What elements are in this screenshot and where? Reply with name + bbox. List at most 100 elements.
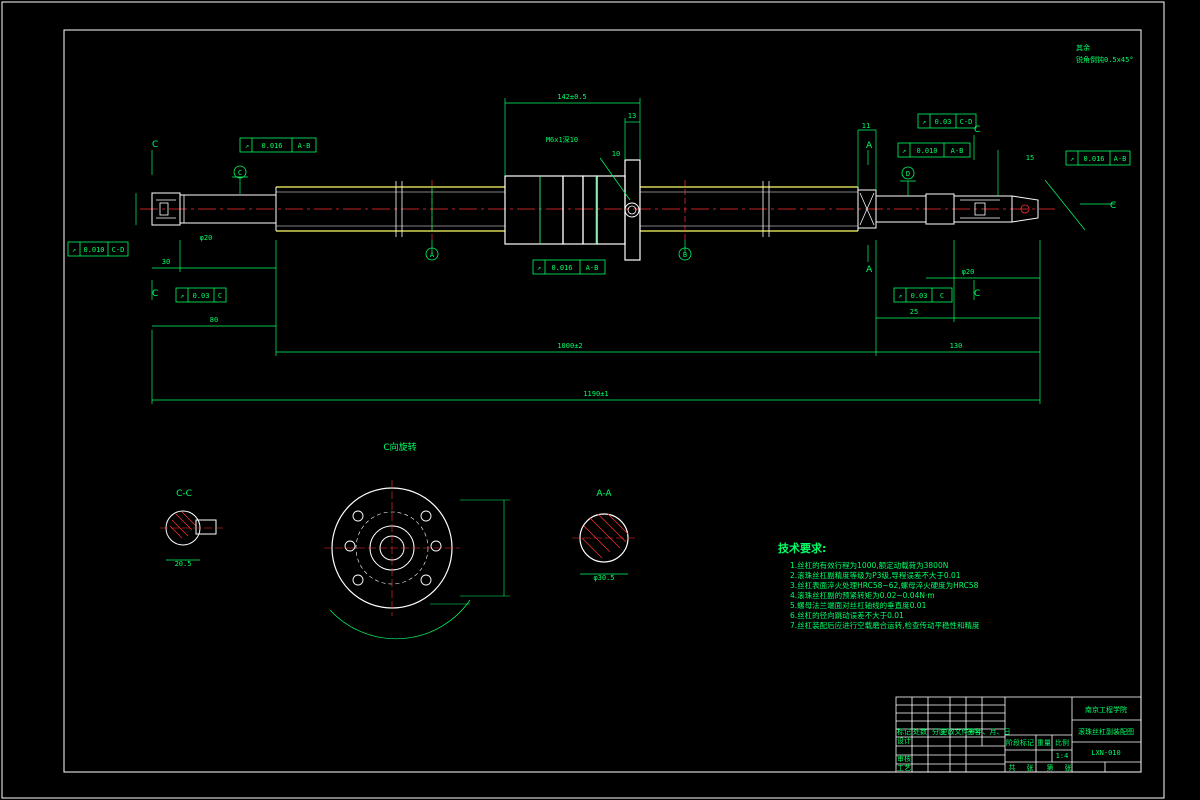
svg-text:142±0.5: 142±0.5	[557, 93, 587, 101]
svg-text:3.丝杠表面淬火处理HRC58~62,螺母淬火硬度为HRC5: 3.丝杠表面淬火处理HRC58~62,螺母淬火硬度为HRC58	[790, 580, 979, 590]
svg-text:0.016: 0.016	[261, 142, 282, 150]
svg-text:张: 张	[1065, 763, 1072, 772]
svg-text:D: D	[906, 170, 910, 178]
svg-text:φ20: φ20	[962, 268, 975, 276]
svg-text:A-B: A-B	[298, 142, 311, 150]
svg-text:A: A	[430, 251, 435, 259]
svg-text:6.丝杠的径向跳动误差不大于0.01: 6.丝杠的径向跳动误差不大于0.01	[790, 610, 904, 620]
svg-text:4.滚珠丝杠副的预紧转矩为0.02~0.04N·m: 4.滚珠丝杠副的预紧转矩为0.02~0.04N·m	[790, 590, 935, 600]
svg-text:审核: 审核	[897, 754, 911, 763]
datum-markers: C D A B	[233, 165, 915, 261]
svg-text:C: C	[218, 292, 222, 300]
svg-text:C: C	[238, 169, 242, 177]
svg-text:C: C	[940, 292, 944, 300]
svg-text:↗: ↗	[180, 292, 184, 300]
svg-text:共: 共	[1009, 763, 1016, 772]
section-view-aa: A-A φ30.5	[572, 489, 636, 582]
svg-text:15: 15	[1026, 154, 1034, 162]
svg-text:C-D: C-D	[960, 118, 973, 126]
title-block	[895, 696, 1142, 773]
svg-text:↗: ↗	[1070, 155, 1074, 163]
svg-text:滚珠丝杠副装配图: 滚珠丝杠副装配图	[1078, 727, 1134, 736]
svg-text:阶段标记: 阶段标记	[1006, 738, 1034, 747]
tolerance-frame-6: ↗ 0.010 A-B	[897, 142, 971, 158]
svg-text:更改文件号: 更改文件号	[941, 727, 976, 736]
tolerance-frame-2: ↗ 0.010 C-D	[67, 241, 129, 257]
svg-text:80: 80	[210, 316, 218, 324]
svg-text:25: 25	[910, 308, 918, 316]
svg-text:30: 30	[162, 258, 170, 266]
svg-text:比例: 比例	[1055, 738, 1069, 747]
dimension-lines	[135, 98, 1115, 404]
svg-text:13: 13	[628, 112, 636, 120]
section-letters: C C C C C A A	[152, 125, 1116, 299]
svg-text:↗: ↗	[898, 292, 902, 300]
svg-text:南京工程学院: 南京工程学院	[1085, 705, 1127, 714]
svg-text:C: C	[152, 289, 158, 299]
outer-frame	[1, 1, 1165, 799]
svg-text:0.010: 0.010	[916, 147, 937, 155]
svg-text:↗: ↗	[245, 142, 249, 150]
tolerance-frames: ↗ 0.016 A-B ↗ 0.010 C-D ↗ 0.03 C ↗ 0.016	[67, 113, 1131, 303]
tolerance-frame-4: ↗ 0.016 A-B	[532, 259, 606, 275]
svg-text:A-B: A-B	[586, 264, 599, 272]
svg-text:φ30.5: φ30.5	[593, 574, 614, 582]
svg-text:↗: ↗	[72, 246, 76, 254]
tolerance-frame-8: ↗ 0.03 C	[893, 287, 953, 303]
svg-text:0.010: 0.010	[83, 246, 104, 254]
svg-text:C: C	[1110, 201, 1116, 211]
svg-text:φ20: φ20	[200, 234, 213, 242]
svg-text:0.016: 0.016	[551, 264, 572, 272]
svg-text:其余: 其余	[1076, 43, 1090, 52]
svg-text:1:4: 1:4	[1056, 752, 1069, 760]
svg-text:A-A: A-A	[596, 489, 612, 499]
svg-text:7.丝杠装配后应进行空载磨合运转,检查传动平稳性和精度: 7.丝杠装配后应进行空载磨合运转,检查传动平稳性和精度	[790, 620, 980, 630]
svg-text:10: 10	[612, 150, 620, 158]
svg-text:签名: 签名	[967, 727, 981, 736]
svg-text:A-B: A-B	[1114, 155, 1127, 163]
svg-text:20.5: 20.5	[175, 560, 192, 568]
svg-text:0.03: 0.03	[911, 292, 928, 300]
svg-text:A-B: A-B	[951, 147, 964, 155]
svg-text:C: C	[974, 289, 980, 299]
svg-text:标记: 标记	[897, 727, 911, 736]
flange-view: C向旋转	[324, 441, 510, 640]
svg-text:11: 11	[862, 122, 870, 130]
svg-text:张: 张	[1027, 763, 1034, 772]
svg-text:0.03: 0.03	[193, 292, 210, 300]
svg-text:C: C	[974, 125, 980, 135]
svg-text:0.03: 0.03	[935, 118, 952, 126]
svg-text:M6x1深10: M6x1深10	[546, 135, 578, 144]
svg-text:5.螺母法兰端面对丝杠轴线的垂直度0.01: 5.螺母法兰端面对丝杠轴线的垂直度0.01	[790, 600, 927, 610]
svg-text:↗: ↗	[922, 118, 926, 126]
svg-text:处数: 处数	[913, 727, 927, 736]
svg-text:↗: ↗	[902, 147, 906, 155]
svg-text:C-D: C-D	[112, 246, 125, 254]
svg-text:2.滚珠丝杠副精度等级为P3级,导程误差不大于0.01: 2.滚珠丝杠副精度等级为P3级,导程误差不大于0.01	[790, 570, 961, 580]
technical-requirements: 技术要求: 1.丝杠的有效行程为1000,额定动载荷为3800N 2.滚珠丝杠副…	[778, 541, 980, 630]
tolerance-frame-7: ↗ 0.016 A-B	[1065, 150, 1131, 166]
svg-text:工艺: 工艺	[897, 764, 911, 772]
svg-text:年、月、日: 年、月、日	[976, 727, 1011, 736]
svg-text:C向旋转: C向旋转	[383, 441, 416, 453]
svg-text:分区: 分区	[932, 727, 946, 736]
svg-text:C: C	[152, 140, 158, 150]
svg-text:设计: 设计	[897, 736, 911, 745]
svg-text:C-C: C-C	[176, 489, 192, 499]
svg-text:130: 130	[950, 342, 963, 350]
svg-text:A: A	[866, 141, 873, 151]
svg-text:锐角倒钝0.5x45°: 锐角倒钝0.5x45°	[1076, 55, 1134, 64]
tolerance-frame-5: ↗ 0.03 C-D	[917, 113, 977, 129]
svg-text:重量: 重量	[1037, 739, 1051, 747]
svg-text:1190±1: 1190±1	[583, 390, 608, 398]
dimension-texts: 142±0.5 13 10 M6x1深10 1190±1 1000±2 80 3…	[162, 93, 1034, 398]
roughness-note: 其余 锐角倒钝0.5x45°	[1076, 43, 1134, 64]
tolerance-frame-3: ↗ 0.03 C	[175, 287, 227, 303]
title-block-text: 南京工程学院 滚珠丝杠副装配图 LXN-010 阶段标记 重量 比例 1:4 标…	[897, 705, 1134, 772]
svg-text:技术要求:: 技术要求:	[778, 541, 826, 555]
drawing-border	[63, 29, 1142, 773]
svg-text:1.丝杠的有效行程为1000,额定动载荷为3800N: 1.丝杠的有效行程为1000,额定动载荷为3800N	[790, 560, 948, 570]
svg-text:0.016: 0.016	[1083, 155, 1104, 163]
svg-text:B: B	[683, 251, 687, 259]
